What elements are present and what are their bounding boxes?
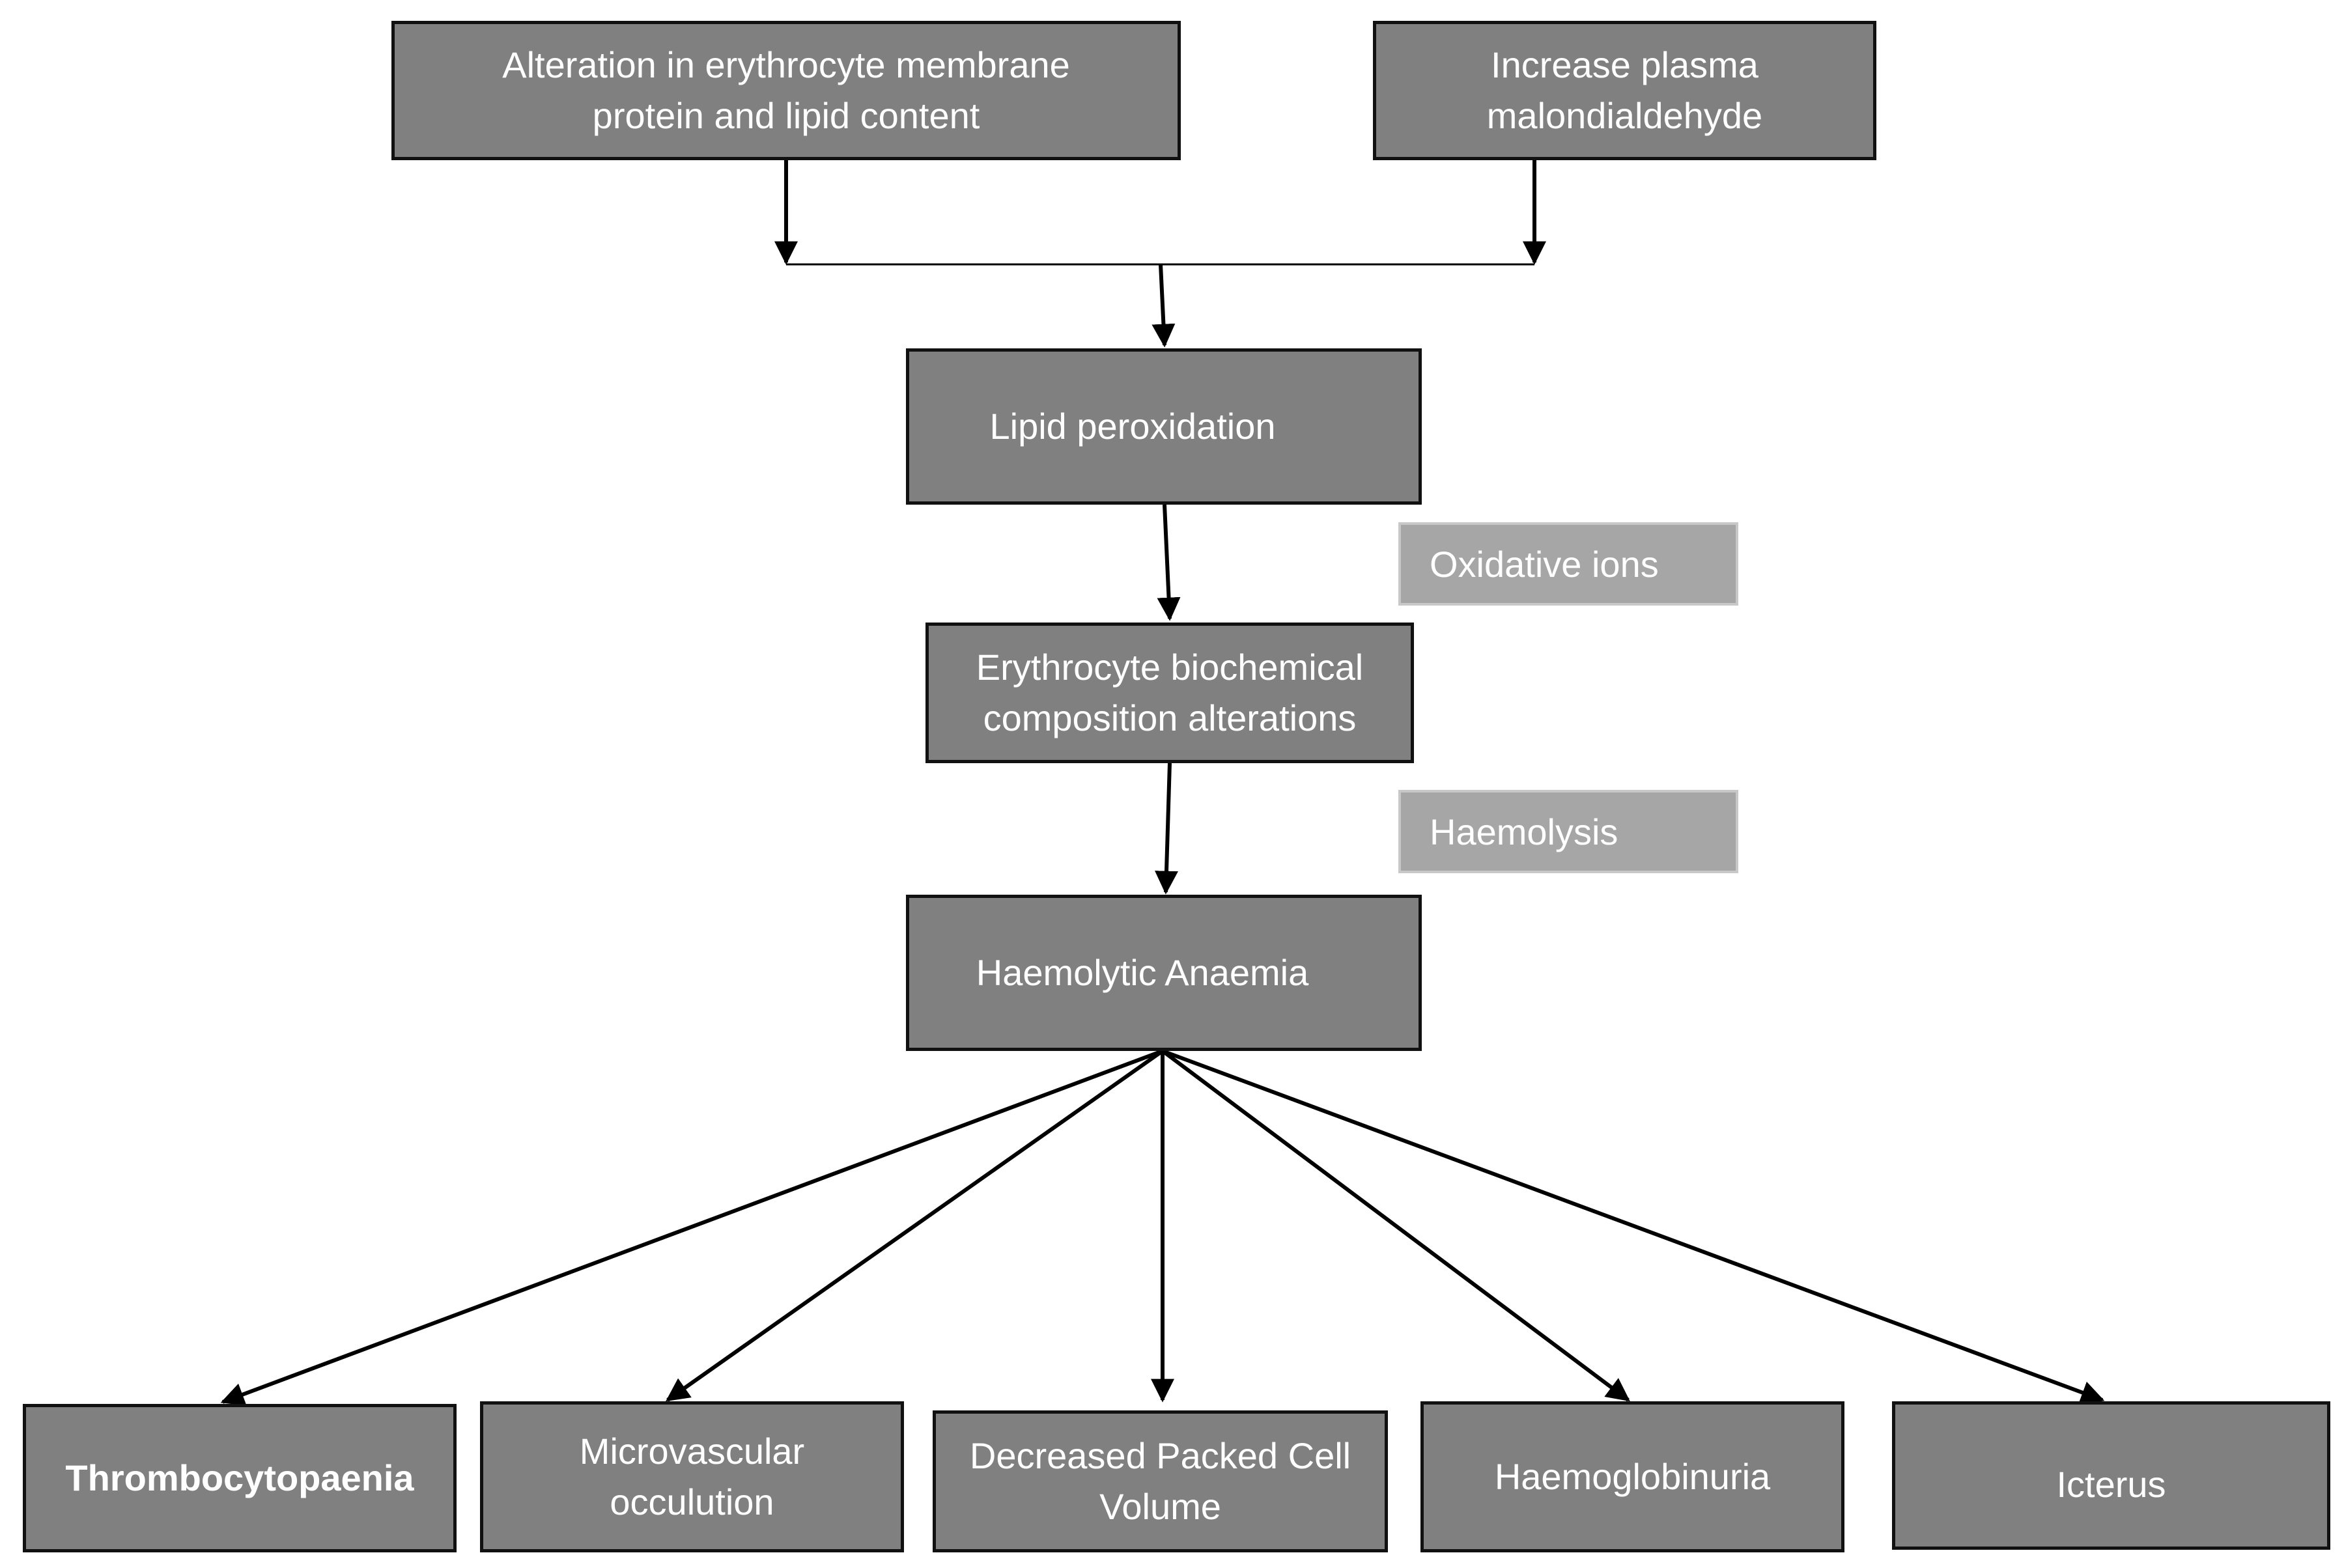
node-membrane-alteration-label: Alteration in erythrocyte membrane prote…: [502, 44, 1070, 136]
node-plasma-malondialdehyde-label: Increase plasma malondialdehyde: [1486, 44, 1763, 136]
node-lipid-peroxidation-label: Lipid peroxidation: [989, 405, 1276, 447]
arrow-to-microvascular: [666, 1049, 1164, 1402]
node-icterus: Icterus: [1892, 1401, 2330, 1550]
edge-label-haemolysis: Haemolysis: [1398, 790, 1738, 873]
node-lipid-peroxidation: Lipid peroxidation: [906, 348, 1422, 505]
node-erythrocyte-biochemical-label: Erythrocyte biochemical composition alte…: [976, 646, 1364, 738]
node-plasma-malondialdehyde: Increase plasma malondialdehyde: [1373, 21, 1876, 160]
edge-label-haemolysis-text: Haemolysis: [1430, 811, 1618, 852]
arrow-to-haemoglobinuria: [1161, 1049, 1630, 1402]
edge-label-oxidative-ions: Oxidative ions: [1398, 522, 1738, 606]
node-haemoglobinuria: Haemoglobinuria: [1420, 1401, 1844, 1552]
arrow-lipid-to-biochemical: [1157, 504, 1181, 621]
edge-label-oxidative-ions-text: Oxidative ions: [1430, 543, 1659, 585]
node-haemolytic-anaemia-label: Haemolytic Anaemia: [976, 951, 1309, 993]
node-microvascular-occulution-label: Microvascular occulution: [579, 1430, 805, 1522]
arrow-biochemical-to-anaemia: [1154, 763, 1178, 895]
node-decreased-pcv: Decreased Packed Cell Volume: [933, 1410, 1388, 1552]
node-decreased-pcv-label: Decreased Packed Cell Volume: [969, 1435, 1351, 1527]
node-haemoglobinuria-label: Haemoglobinuria: [1494, 1455, 1771, 1497]
node-haemolytic-anaemia: Haemolytic Anaemia: [906, 895, 1422, 1051]
arrow-merge-to-lipid-peroxidation: [1151, 264, 1176, 348]
node-membrane-alteration: Alteration in erythrocyte membrane prote…: [391, 21, 1181, 160]
node-microvascular-occulution: Microvascular occulution: [480, 1401, 904, 1552]
node-thrombocytopaenia: Thrombocytopaenia: [23, 1404, 457, 1552]
node-icterus-label: Icterus: [2056, 1463, 2166, 1505]
arrow-to-icterus: [1161, 1049, 2105, 1404]
node-erythrocyte-biochemical: Erythrocyte biochemical composition alte…: [925, 623, 1414, 763]
node-thrombocytopaenia-label: Thrombocytopaenia: [65, 1457, 414, 1498]
arrow-to-thrombocytopaenia: [220, 1049, 1164, 1406]
